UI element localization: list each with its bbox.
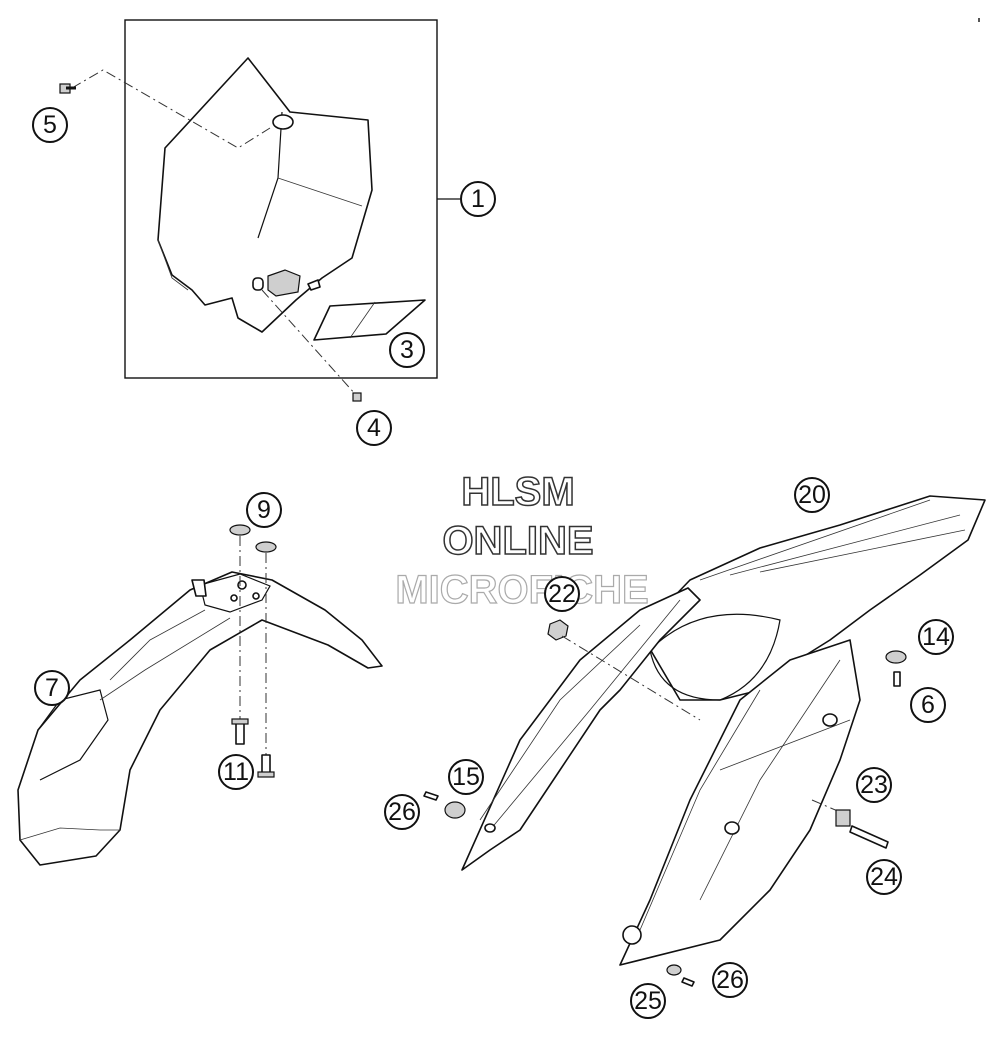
watermark-line3: MICROFICHE: [395, 568, 648, 612]
right-side-panel: [619, 639, 861, 966]
callout-23: 23: [856, 767, 892, 803]
callout-label: 1: [471, 185, 485, 213]
number-plate-kit-box: [124, 19, 460, 379]
callout-26-bottom: 26: [712, 962, 748, 998]
screw-26-left: [423, 791, 439, 801]
callout-label: 22: [548, 580, 576, 608]
callout-5: 5: [32, 107, 68, 143]
corner-mark: [978, 18, 980, 22]
fender-washers-9: [229, 524, 277, 755]
screw-26-bottom: [681, 977, 695, 987]
front-fender: [17, 571, 383, 866]
callout-label: 15: [452, 763, 480, 791]
callout-label: 26: [388, 798, 416, 826]
callout-label: 24: [870, 863, 898, 891]
callout-3: 3: [389, 332, 425, 368]
watermark-line1: HLSM: [461, 470, 574, 514]
screw-4: [261, 289, 362, 402]
callout-26-left: 26: [384, 794, 420, 830]
watermark-line2: ONLINE: [442, 519, 593, 563]
callout-24: 24: [866, 859, 902, 895]
callout-label: 11: [223, 758, 249, 786]
callout-label: 25: [634, 987, 662, 1015]
number-plate: [157, 57, 373, 333]
fender-bolts-11: [231, 718, 275, 778]
callout-25: 25: [630, 983, 666, 1019]
callout-6: 6: [910, 687, 946, 723]
screw-6: [893, 671, 901, 687]
callout-22: 22: [544, 576, 580, 612]
washer-25: [666, 964, 682, 976]
callout-label: 6: [921, 691, 935, 719]
rear-fender: [639, 495, 986, 701]
watermark: HLSM ONLINE MICROFICHE: [395, 469, 650, 612]
callout-label: 7: [45, 674, 59, 702]
grommet-15: [444, 801, 466, 819]
callout-1: 1: [460, 181, 496, 217]
bolt-24: [849, 825, 889, 849]
callout-4: 4: [356, 410, 392, 446]
callout-9: 9: [246, 492, 282, 528]
callout-7: 7: [34, 670, 70, 706]
grommet-14: [885, 650, 907, 664]
nut-22: [547, 619, 701, 721]
callout-15: 15: [448, 759, 484, 795]
nut-23: [811, 799, 851, 827]
callout-label: 20: [798, 481, 826, 509]
left-side-panel: [461, 587, 701, 871]
callout-label: 3: [400, 336, 414, 364]
callout-label: 23: [860, 771, 888, 799]
callout-label: 26: [716, 966, 744, 994]
callout-label: 4: [367, 414, 381, 442]
callout-11: 11: [218, 754, 254, 790]
callout-label: 14: [922, 623, 950, 651]
callout-14: 14: [918, 619, 954, 655]
callout-20: 20: [794, 477, 830, 513]
callout-label: 9: [257, 496, 271, 524]
callout-label: 5: [43, 111, 57, 139]
number-plate-sticker: [313, 299, 426, 341]
screw-5: [59, 69, 271, 149]
